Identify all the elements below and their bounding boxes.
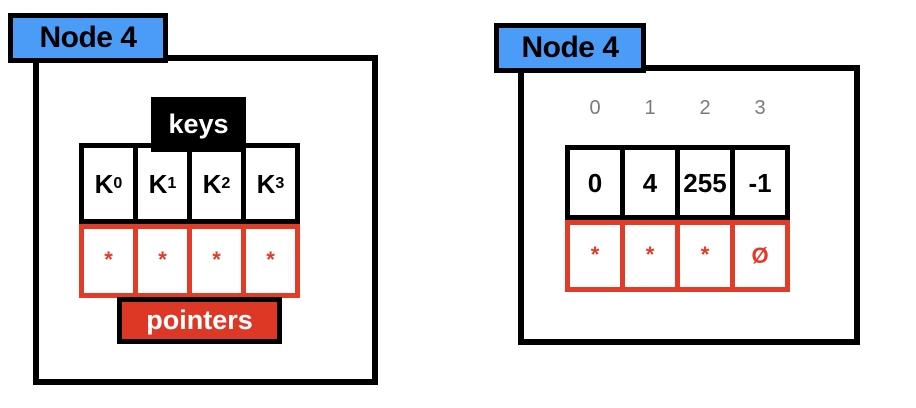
key-cell: -1 [730,145,790,220]
pointer-cell: * [675,220,735,292]
key-cell: 0 [565,145,625,220]
pointers-row-concrete: * * * Ø [565,220,790,292]
key-label: K [256,168,276,199]
key-cell: 255 [675,145,735,220]
node-tag-concrete: Node 4 [494,23,646,73]
key-subscript: 2 [221,174,231,193]
key-subscript: 0 [113,174,123,193]
keys-row-concrete: 0 4 255 -1 [565,145,790,220]
index-label: 2 [699,97,711,119]
pointers-caption: pointers [117,297,282,344]
key-label: K [202,168,222,199]
key-subscript: 3 [275,174,285,193]
pointers-row-abstract: * * * * [79,224,300,298]
key-subscript: 1 [167,174,177,193]
pointer-cell: * [620,220,680,292]
pointer-cell: * [79,224,138,298]
index-label: 3 [754,97,766,119]
pointer-cell: * [133,224,192,298]
pointer-cell-null: Ø [730,220,790,292]
index-label: 1 [644,97,656,119]
pointer-cell: * [187,224,246,298]
key-cell: 4 [620,145,680,220]
keys-caption: keys [151,97,246,152]
key-label: K [94,168,114,199]
index-label: 0 [589,97,601,119]
key-label: K [148,168,168,199]
node-tag-abstract: Node 4 [8,13,168,63]
pointer-cell: * [241,224,300,298]
index-labels-row: 0 1 2 3 [565,98,790,118]
pointer-cell: * [565,220,625,292]
